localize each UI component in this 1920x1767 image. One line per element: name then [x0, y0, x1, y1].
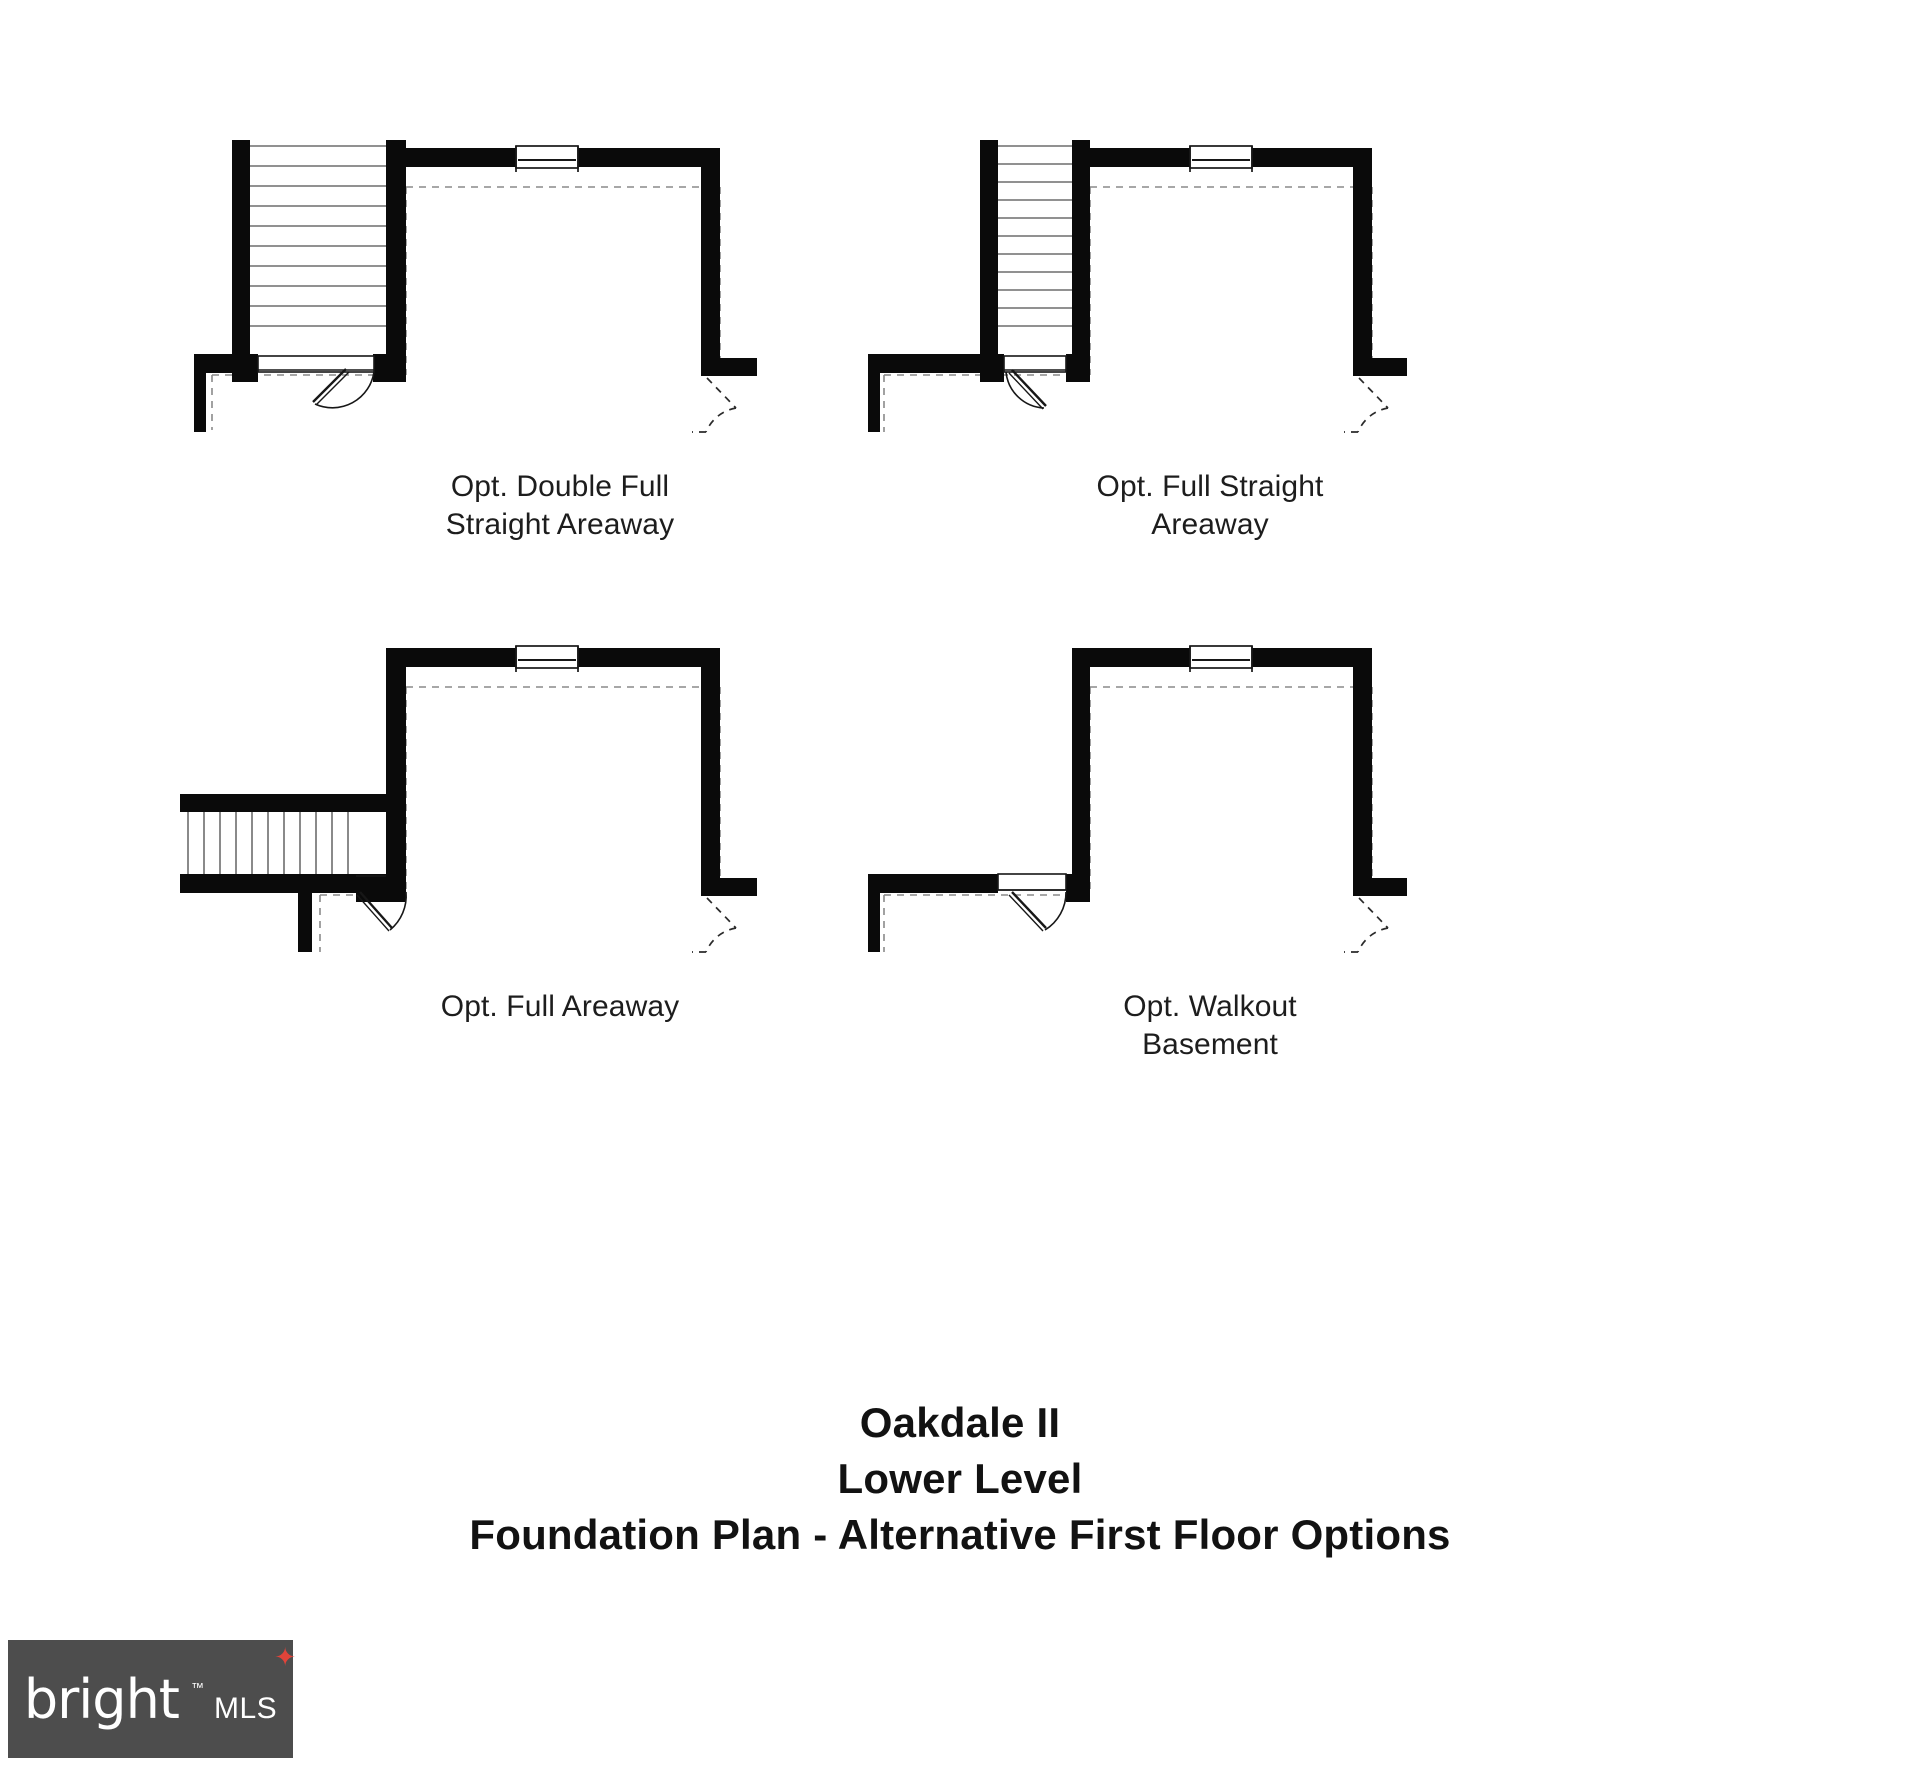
- plan-opt-double-full-straight-areaway: Opt. Double Full Straight Areaway: [180, 120, 940, 541]
- plan-opt-full-areaway: Opt. Full Areaway: [180, 640, 940, 1023]
- plan-2-right-door-swing: [1344, 377, 1389, 433]
- plan-1-drawing: [194, 140, 757, 433]
- plan-3-stair-treads: [187, 812, 349, 874]
- plan-2-caption: Opt. Full Straight Areaway: [1096, 470, 1324, 542]
- bright-mls-watermark: bright ✦ ™ MLS: [8, 1640, 296, 1758]
- plan-1-stair-treads: [250, 145, 386, 327]
- bright-star-icon: ✦: [274, 1642, 296, 1672]
- plan-2-drawing: [868, 140, 1407, 433]
- plan-opt-full-straight-areaway: Opt. Full Straight Areaway: [860, 120, 1560, 541]
- plan-1-entry-door: [257, 355, 375, 409]
- plan-2-entry-door: [1003, 355, 1067, 410]
- plan-1-walls: [194, 140, 757, 432]
- bright-brand-text: bright: [23, 1667, 180, 1731]
- plan-3-dashed-footing: [319, 686, 736, 952]
- plan-title-model: Oakdale II: [859, 1399, 1061, 1446]
- plan-4-right-door-swing: [1344, 897, 1389, 953]
- plan-2-dashed-footing: [883, 186, 1388, 432]
- plan-4-dashed-footing: [883, 686, 1388, 952]
- plan-1-caption: Opt. Double Full Straight Areaway: [445, 470, 675, 542]
- plan-1-right-door-swing: [692, 377, 737, 433]
- plan-grid: Opt. Double Full Straight Areaway: [180, 120, 1560, 1061]
- plan-4-window: [1189, 645, 1253, 672]
- plan-2-walls: [868, 140, 1407, 432]
- plan-2-stair-treads: [998, 145, 1072, 327]
- plan-opt-walkout-basement: Opt. Walkout Basement: [860, 640, 1560, 1061]
- plan-1-window: [515, 145, 579, 172]
- plan-title-description: Foundation Plan - Alternative First Floo…: [469, 1510, 1451, 1558]
- plan-1-dashed-footing: [211, 186, 735, 430]
- mls-suffix-text: MLS: [213, 1691, 278, 1725]
- plan-2-window: [1189, 145, 1253, 172]
- plan-3-window: [515, 645, 579, 672]
- plan-3-caption: Opt. Full Areaway: [440, 990, 680, 1023]
- plan-3-walls: [180, 648, 757, 952]
- trademark-icon: ™: [190, 1679, 204, 1695]
- plan-3-drawing: [180, 645, 757, 953]
- plan-4-caption: Opt. Walkout Basement: [1123, 990, 1297, 1062]
- bright-mls-wordmark: bright ✦ ™ MLS: [23, 1644, 296, 1731]
- plan-4-walls: [868, 648, 1407, 952]
- plan-3-entry-door: [356, 875, 407, 932]
- plan-title-level: Lower Level: [837, 1454, 1083, 1502]
- title-block: Oakdale II Lower Level Foundation Plan -…: [0, 1395, 1920, 1563]
- plan-4-walkout-door: [997, 873, 1067, 932]
- plan-3-right-door-swing: [692, 897, 737, 953]
- plan-4-drawing: [868, 645, 1407, 953]
